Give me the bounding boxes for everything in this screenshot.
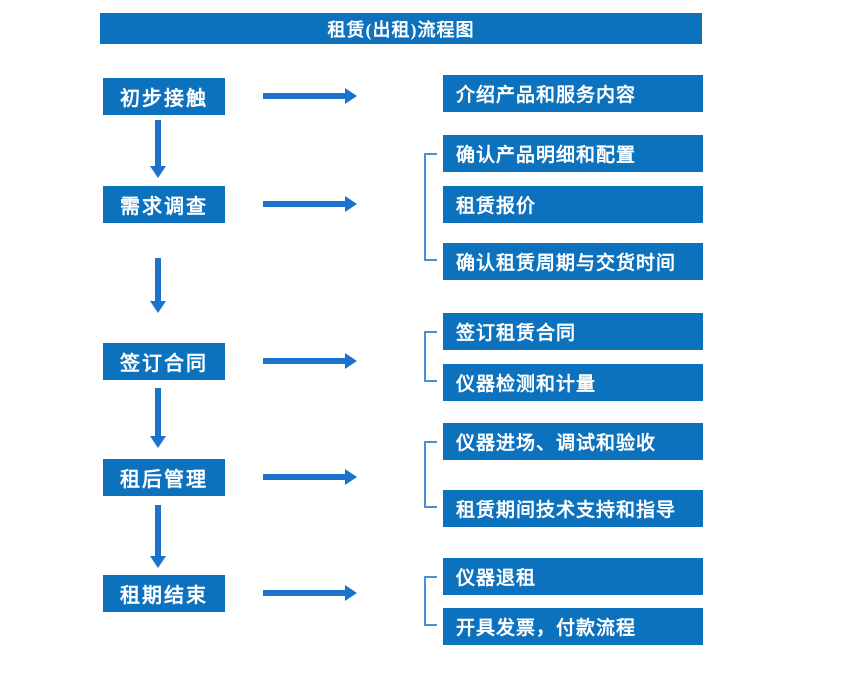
detail-box: 确认租赁周期与交货时间 — [443, 243, 703, 280]
group-bracket — [424, 441, 437, 508]
stage-box-rental-end: 租期结束 — [103, 575, 225, 612]
down-arrow-head — [150, 556, 166, 568]
stage-box-initial-contact: 初步接触 — [103, 78, 225, 115]
down-arrow-shaft — [155, 388, 161, 436]
right-arrow — [263, 469, 357, 485]
group-bracket — [424, 331, 437, 382]
group-bracket — [424, 153, 437, 261]
down-arrow-shaft — [155, 120, 161, 166]
down-arrow-head — [150, 436, 166, 448]
down-arrow — [150, 258, 166, 313]
down-arrow-shaft — [155, 258, 161, 301]
stage-box-sign-contract: 签订合同 — [103, 343, 225, 380]
down-arrow-shaft — [155, 505, 161, 556]
stage-box-demand-survey: 需求调查 — [103, 186, 225, 223]
right-arrow-head — [345, 585, 357, 601]
right-arrow-shaft — [263, 358, 345, 364]
down-arrow — [150, 120, 166, 178]
detail-box: 仪器检测和计量 — [443, 364, 703, 401]
right-arrow-head — [345, 469, 357, 485]
right-arrow — [263, 585, 357, 601]
down-arrow — [150, 388, 166, 448]
detail-box: 介绍产品和服务内容 — [443, 75, 703, 112]
down-arrow — [150, 505, 166, 568]
right-arrow-head — [345, 196, 357, 212]
down-arrow-head — [150, 166, 166, 178]
page-title: 租赁(出租)流程图 — [327, 19, 475, 40]
right-arrow-shaft — [263, 93, 345, 99]
detail-box: 租赁期间技术支持和指导 — [443, 490, 703, 527]
right-arrow-shaft — [263, 474, 345, 480]
right-arrow-shaft — [263, 201, 345, 207]
detail-box: 确认产品明细和配置 — [443, 135, 703, 172]
right-arrow-shaft — [263, 590, 345, 596]
title-bar: 租赁(出租)流程图 — [100, 13, 702, 44]
right-arrow — [263, 353, 357, 369]
right-arrow-head — [345, 353, 357, 369]
group-bracket — [424, 576, 437, 626]
detail-box: 仪器进场、调试和验收 — [443, 423, 703, 460]
right-arrow — [263, 88, 357, 104]
detail-box: 仪器退租 — [443, 558, 703, 595]
stage-box-post-rental-management: 租后管理 — [103, 459, 225, 496]
detail-box: 租赁报价 — [443, 186, 703, 223]
detail-box: 签订租赁合同 — [443, 313, 703, 350]
right-arrow — [263, 196, 357, 212]
detail-box: 开具发票，付款流程 — [443, 608, 703, 645]
right-arrow-head — [345, 88, 357, 104]
down-arrow-head — [150, 301, 166, 313]
